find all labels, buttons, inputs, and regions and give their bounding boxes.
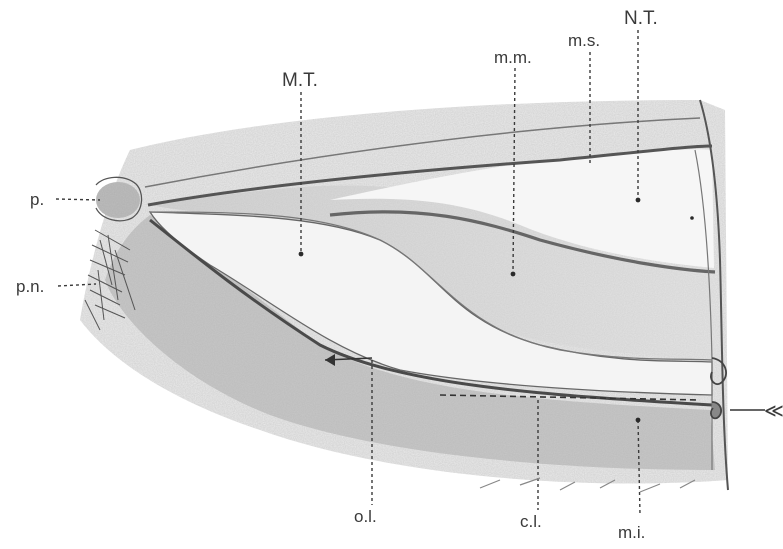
label-p: p. xyxy=(30,190,44,209)
label-NT: N.T. xyxy=(624,8,658,29)
dot-extra xyxy=(690,216,694,220)
label-ol: o.l. xyxy=(354,507,377,526)
label-pn: p.n. xyxy=(16,277,44,296)
label-cl: c.l. xyxy=(520,512,542,531)
label-MT: M.T. xyxy=(282,70,318,91)
label-mm: m.m. xyxy=(494,48,532,67)
dot-MT xyxy=(299,252,304,257)
leader-p xyxy=(56,199,100,200)
dot-NT xyxy=(636,198,641,203)
arrow-glyph: ≪ xyxy=(764,401,783,422)
label-ms: m.s. xyxy=(568,31,600,50)
dot-mi xyxy=(636,418,641,423)
label-mi: m.i. xyxy=(618,523,645,542)
curled-lip-lower xyxy=(711,402,721,418)
dot-mm xyxy=(511,272,516,277)
